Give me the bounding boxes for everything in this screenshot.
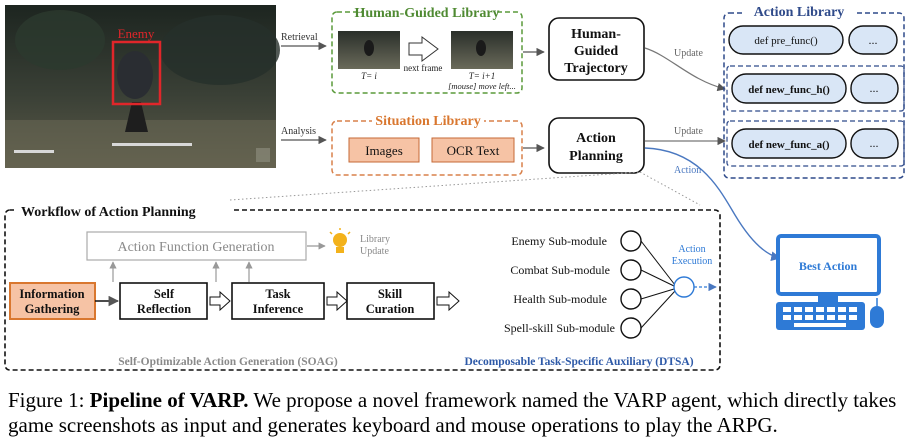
- trajectory-line2: Guided: [574, 44, 619, 59]
- workflow-of-action-planning: Workflow of Action Planning Action Funct…: [4, 201, 721, 371]
- human-guided-library-title: Human-Guided Library: [354, 6, 499, 21]
- submodule-spell-skill: Spell-skill Sub-module: [504, 321, 615, 335]
- self-reflection-box: [119, 282, 208, 320]
- soag-label: Self-Optimizable Action Generation (SOAG…: [118, 356, 338, 368]
- library-update-line1: Library: [360, 234, 390, 245]
- trajectory-line1: Human-: [571, 27, 621, 42]
- caption-prefix: Figure 1:: [8, 388, 90, 412]
- submodule-node-spell-skill: [620, 317, 642, 339]
- func-pre-label: def pre_func(): [754, 35, 818, 47]
- curation-output-arrow-icon: [436, 290, 460, 312]
- best-action-label: Best Action: [799, 259, 858, 273]
- zoom-connector-right: [639, 171, 701, 206]
- func-pre-more-pill: [848, 25, 898, 55]
- enemy-label: Enemy: [118, 26, 155, 41]
- action-function-generation-box: [86, 231, 307, 261]
- execution-line2: Execution: [672, 256, 713, 267]
- best-action-computer-icon: Best Action: [776, 234, 884, 330]
- func-h-group-frame: [726, 65, 905, 112]
- lightbulb-icon: [329, 228, 351, 253]
- action-planning-line2: Planning: [569, 149, 623, 164]
- action-library: Action Library def pre_func() ... def ne…: [723, 3, 905, 179]
- action-function-generation-label: Action Function Generation: [117, 240, 274, 255]
- figure-caption: Figure 1: Pipeline of VARP. We propose a…: [8, 388, 906, 438]
- submodule-node-health: [620, 288, 642, 310]
- action-planning: Action Planning: [548, 117, 645, 174]
- images-box: [348, 137, 420, 163]
- human-guided-library: Human-Guided Library T= i next frame T= …: [331, 4, 523, 94]
- func-a-ellipsis: ...: [870, 136, 879, 150]
- submodule-enemy: Enemy Sub-module: [511, 234, 607, 248]
- analysis-label: Analysis: [281, 126, 316, 137]
- func-a-label: def new_func_a(): [749, 139, 830, 151]
- func-pre-ellipsis: ...: [869, 33, 878, 47]
- ocr-text-label: OCR Text: [447, 143, 500, 158]
- enemy-bounding-box: [111, 40, 162, 106]
- func-h-pill: [731, 73, 847, 104]
- submodule-node-enemy: [620, 230, 642, 252]
- func-a-more-pill: [850, 128, 899, 159]
- frame-right-note: [mouse] move left...: [448, 81, 516, 91]
- library-update-line2: Update: [360, 246, 389, 257]
- submodule-combat: Combat Sub-module: [510, 263, 610, 277]
- workflow-title: Workflow of Action Planning: [21, 205, 196, 220]
- information-gathering-line1: Information: [19, 287, 84, 301]
- self-reflection-line1: Self: [154, 287, 175, 301]
- human-guided-trajectory-box: [548, 17, 645, 81]
- game-screenshot: Enemy: [5, 5, 280, 168]
- action-arrow: [644, 147, 781, 262]
- update-arrow-top: [644, 47, 726, 92]
- func-h-more-pill: [850, 73, 899, 104]
- action-label: Action: [674, 165, 701, 176]
- func-h-ellipsis: ...: [870, 81, 879, 95]
- action-execution-node: [673, 276, 695, 298]
- dtsa-label: Decomposable Task-Specific Auxiliary (DT…: [464, 356, 693, 368]
- submodule-health: Health Sub-module: [513, 292, 607, 306]
- zoom-connector-left: [229, 171, 641, 201]
- images-label: Images: [365, 143, 403, 158]
- ocr-text-box: [431, 137, 515, 163]
- task-inference-line1: Task: [265, 287, 290, 301]
- frame-right-label: T= i+1: [469, 71, 495, 81]
- player-figure: [125, 102, 148, 132]
- next-frame-arrow-icon: [408, 36, 439, 62]
- action-library-title: Action Library: [754, 5, 845, 20]
- skill-curation-line1: Skill: [378, 287, 403, 301]
- enemy-figure: [117, 51, 153, 99]
- action-planning-box: [548, 117, 645, 174]
- action-planning-line1: Action: [576, 131, 616, 146]
- mouse-icon: [870, 306, 884, 328]
- information-gathering-line2: Gathering: [25, 302, 81, 316]
- self-reflection-line2: Reflection: [137, 302, 191, 316]
- update-label-mid: Update: [674, 126, 703, 137]
- caption-rest: We propose a novel framework named the V…: [8, 388, 897, 437]
- update-label-top: Update: [674, 48, 703, 59]
- frame-left-label: T= i: [361, 71, 377, 81]
- retrieval-label: Retrieval: [281, 32, 318, 43]
- task-inference-line2: Inference: [253, 302, 304, 316]
- next-frame-label: next frame: [404, 63, 443, 73]
- information-gathering-box: [9, 282, 96, 320]
- func-h-label: def new_func_h(): [748, 84, 830, 96]
- func-pre-pill: [728, 25, 844, 55]
- func-a-pill: [731, 128, 847, 159]
- func-a-group-frame: [726, 120, 905, 167]
- workflow-frame: [4, 209, 721, 371]
- situation-library: Situation Library Images OCR Text: [331, 112, 523, 176]
- caption-bold: Pipeline of VARP.: [89, 388, 249, 412]
- trajectory-line3: Trajectory: [564, 61, 627, 76]
- skill-curation-line2: Curation: [366, 302, 415, 316]
- situation-library-title: Situation Library: [375, 114, 480, 129]
- skill-curation-box: [346, 282, 435, 320]
- submodule-node-combat: [620, 259, 642, 281]
- human-guided-trajectory: Human- Guided Trajectory: [548, 17, 645, 81]
- execution-line1: Action: [678, 244, 705, 255]
- task-inference-box: [231, 282, 325, 320]
